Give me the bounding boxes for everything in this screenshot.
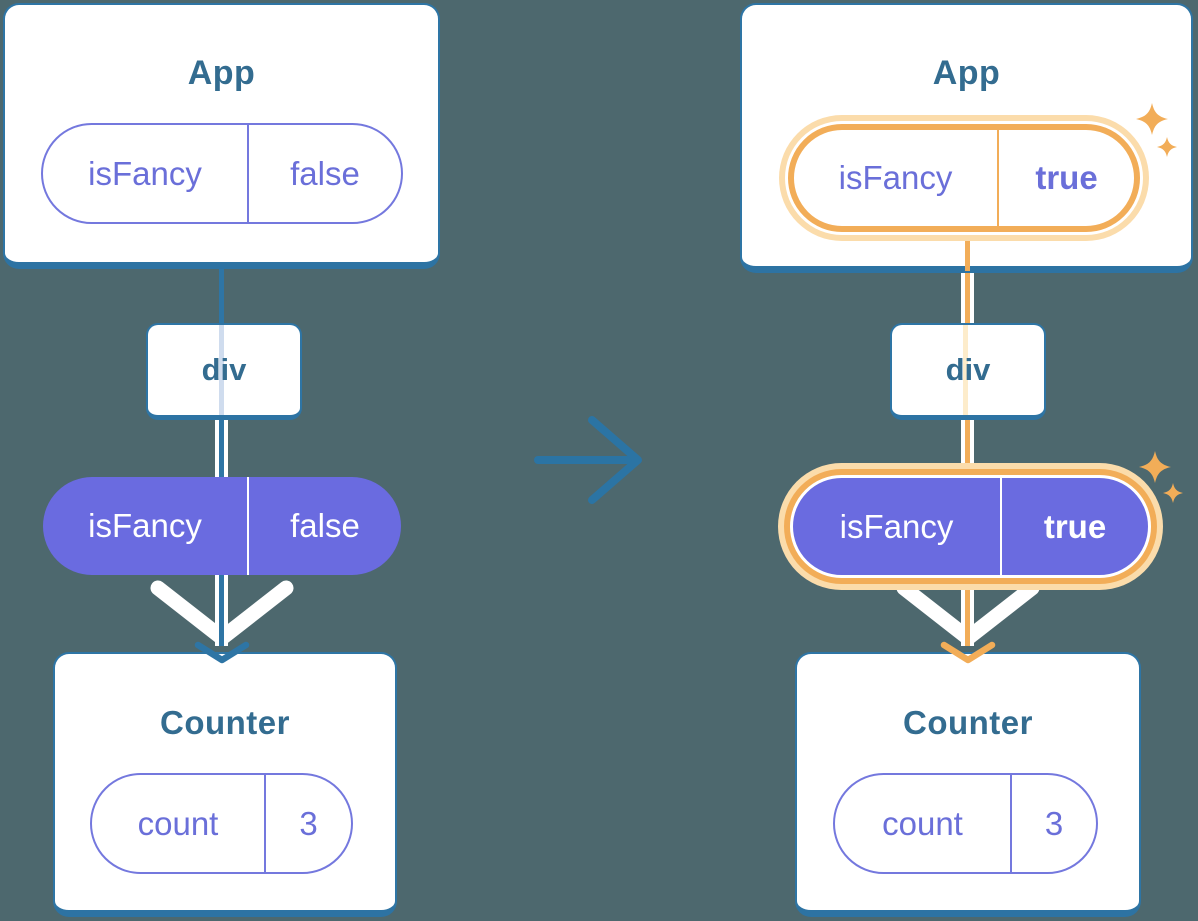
after-counter-state-pill: count 3 (833, 773, 1098, 874)
before-connector-div-pill (215, 420, 228, 477)
before-app-prop-pill: isFancy false (41, 123, 403, 224)
prop-name: isFancy (838, 159, 953, 196)
after-app-title: App (932, 54, 1001, 92)
sparkle-icon (1139, 451, 1171, 483)
transition-arrow-icon (534, 416, 642, 504)
before-div-pass-through-line (219, 325, 224, 415)
after-div-pass-through-line (963, 325, 968, 415)
prop-name: isFancy (88, 507, 202, 544)
prop-name: isFancy (839, 507, 954, 545)
prop-name: isFancy (88, 154, 202, 192)
after-app-inner-line (965, 232, 970, 271)
after-app-prop-pill: isFancy true (788, 124, 1140, 232)
after-arrowhead-icon (940, 641, 996, 664)
prop-value: false (247, 477, 401, 575)
after-div-card: div (890, 323, 1046, 420)
prop-value: true (997, 130, 1134, 226)
after-connector-div-pill (961, 420, 974, 475)
before-div-card: div (146, 323, 302, 420)
after-passed-prop-pill: isFancy true (790, 475, 1151, 578)
before-arrowhead-icon (194, 641, 250, 664)
before-connector-pill-counter (215, 575, 228, 646)
prop-value: false (247, 125, 401, 222)
sparkle-icon (1136, 103, 1168, 135)
before-counter-title: Counter (160, 704, 290, 741)
sparkle-icon (1163, 483, 1183, 503)
before-div-title: div (201, 352, 247, 387)
state-name: count (882, 804, 963, 842)
after-connector-app-div (961, 271, 974, 323)
state-name: count (137, 804, 219, 842)
state-value: 3 (264, 775, 351, 872)
sparkle-icon (1157, 137, 1177, 157)
after-counter-title: Counter (903, 704, 1033, 741)
state-value: 3 (1010, 775, 1096, 872)
before-connector-app-div (219, 269, 224, 323)
before-counter-state-pill: count 3 (90, 773, 353, 874)
after-connector-pill-counter (961, 578, 974, 646)
after-div-title: div (945, 352, 991, 387)
prop-value: true (1000, 478, 1148, 575)
before-app-title: App (187, 54, 256, 92)
before-passed-prop-pill: isFancy false (43, 477, 401, 575)
